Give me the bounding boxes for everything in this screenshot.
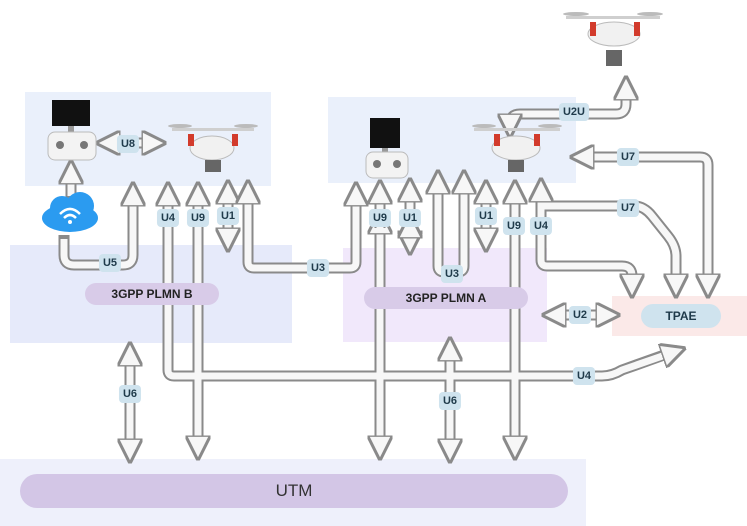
u4-label: U4 — [572, 367, 596, 385]
controller-icon — [47, 100, 97, 161]
u9-label: U9 — [368, 209, 392, 227]
u4-label: U4 — [156, 209, 180, 227]
u8-label: U8 — [116, 135, 140, 153]
u7-label: U7 — [616, 199, 640, 217]
u4-label: U4 — [529, 217, 553, 235]
u7-label: U7 — [616, 148, 640, 166]
u3-label: U3 — [440, 265, 464, 283]
u1-label: U1 — [216, 207, 240, 225]
u2u-label: U2U — [558, 103, 590, 121]
controller-icon — [365, 118, 409, 179]
tpae-label: TPAE — [641, 304, 721, 328]
drone-icon — [472, 124, 562, 172]
u6-label: U6 — [438, 392, 462, 410]
u5-label: U5 — [98, 254, 122, 272]
u1-label: U1 — [474, 207, 498, 225]
u9-label: U9 — [186, 209, 210, 227]
u6-label: U6 — [118, 385, 142, 403]
plmn-a-label: 3GPP PLMN A — [364, 287, 528, 309]
u1-label: U1 — [398, 209, 422, 227]
u3-label: U3 — [306, 259, 330, 277]
wifi-cloud-icon — [42, 192, 98, 232]
drone-icon — [563, 12, 663, 66]
utm-label: UTM — [20, 474, 568, 508]
arrow-layer — [64, 84, 708, 455]
drone-icon — [168, 124, 258, 172]
u2-label: U2 — [568, 306, 592, 324]
u9-label: U9 — [502, 217, 526, 235]
plmn-b-label: 3GPP PLMN B — [85, 283, 219, 305]
